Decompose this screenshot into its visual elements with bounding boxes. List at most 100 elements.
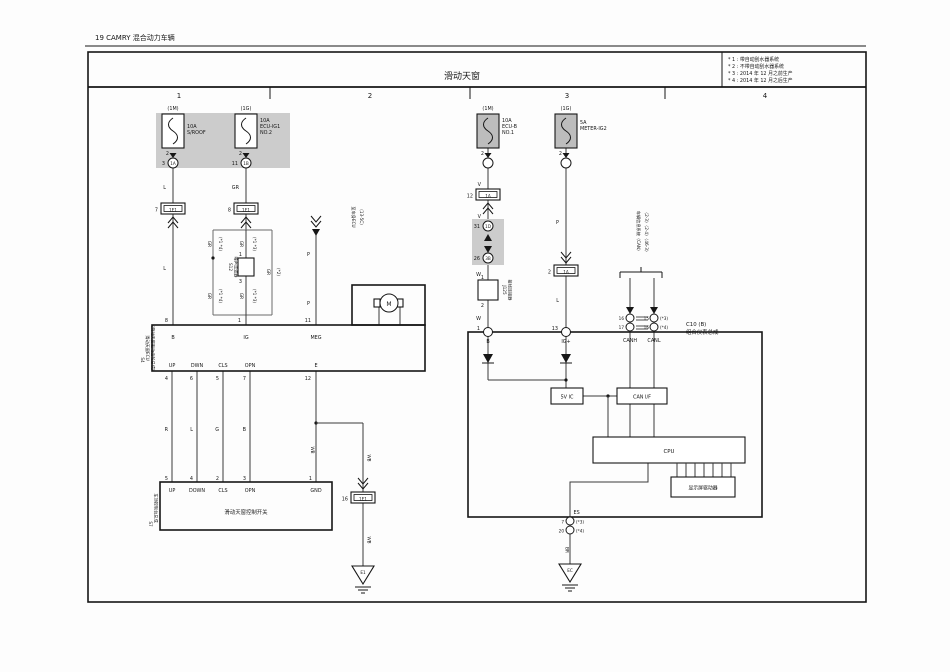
inline-connector	[482, 220, 494, 232]
pin-name: CLS	[218, 488, 227, 494]
fuse-name: METER-IG2	[580, 126, 607, 132]
twist-marker-icon	[310, 215, 322, 228]
meter-ig-run: P 1A 2 L	[548, 220, 579, 304]
component-name: 噪声滤波器	[233, 257, 240, 279]
display-label: 显示屏驱动器	[688, 485, 717, 492]
pin-number: 1	[309, 476, 312, 482]
fuse-name: ECU-B	[502, 124, 518, 130]
fuse-meter-ig2: (1G) 5A METER-IG2 2	[554, 106, 607, 169]
fuse-rating: 10A	[502, 118, 512, 124]
wire-color: GR	[239, 293, 244, 299]
combination-meter: 1 B 13 IG+ CANH CANL C10 (B) 组合仪表总成 5V I…	[467, 322, 763, 518]
inline-connector	[625, 322, 635, 332]
pin-name: CLS	[218, 363, 227, 369]
wire-color: V	[478, 182, 482, 188]
connector-code: 3B	[485, 256, 491, 261]
component-name: 车顶控制台总成	[153, 493, 160, 522]
twist-marker-icon	[167, 216, 179, 229]
pin-number: 7	[243, 376, 246, 382]
junction-dot	[564, 378, 568, 382]
cpu-box	[592, 436, 746, 464]
pin-name: CANL	[647, 338, 660, 344]
component-name: 滑动天窗ECU	[144, 335, 151, 360]
component-name: 接线连接器	[507, 280, 514, 302]
diode-icon	[561, 354, 571, 363]
inline-connector	[482, 252, 494, 264]
junction-connector-j125: 1 2 J125 接线连接器	[477, 275, 514, 309]
jb-connector-ig: GR 1E1 8	[228, 185, 259, 229]
wire-color: GR	[239, 241, 244, 247]
sheet-frame: 滑动天窗 * 1 : 带自动刮水器系统 * 2 : 不带自动刮水器系统 * 3 …	[87, 51, 867, 603]
arrow-down-icon	[484, 153, 492, 158]
ground-code: EC	[567, 568, 573, 573]
fuse-rating: 10A	[187, 124, 197, 130]
arrow-up-icon	[484, 234, 492, 241]
page-header-title: 19 CAMRY 混合动力车辆	[95, 33, 175, 42]
meter-box	[467, 331, 763, 518]
notes-block: * 1 : 带自动刮水器系统 * 2 : 不带自动刮水器系统 * 3 : 201…	[728, 56, 793, 84]
cpu-label: CPU	[664, 449, 675, 455]
component-name-2: 〔滑动天窗驱动齿轮总成〕	[150, 323, 157, 373]
jb-code: 1E1	[169, 208, 177, 213]
wire-color: BR	[565, 547, 570, 553]
note-2: * 2 : 不带自动刮水器系统	[728, 63, 784, 70]
frame-border	[87, 51, 867, 603]
grid-col-3: 3	[565, 92, 569, 100]
wire-color: P	[556, 220, 559, 226]
arrow-down-icon	[242, 153, 250, 158]
reference-page: 〈2-3〉〈2-4〉〈46-3〉	[644, 210, 649, 254]
pin-connector	[565, 516, 575, 526]
fuse-pin: 2	[481, 151, 484, 157]
pin-name: CANH	[623, 338, 637, 344]
variant-tag: (*4)	[576, 529, 584, 534]
fuse-pin: 2	[166, 151, 169, 157]
motor-label: M	[386, 301, 391, 308]
grid-col-2: 2	[368, 92, 372, 100]
bracket	[619, 267, 663, 278]
pin-name: IG+	[561, 339, 570, 345]
arrow-down-icon	[650, 307, 658, 314]
fuse-ecu-b: (1M) 10A ECU-B NO.1 2	[476, 106, 518, 169]
twist-marker-icon	[482, 202, 494, 215]
fuse-element	[241, 117, 251, 145]
jb-code: 1E1	[359, 497, 367, 502]
pin-number: 4	[190, 476, 193, 482]
wire-color: P	[307, 252, 310, 258]
ground-point	[558, 563, 582, 584]
fuse-element	[168, 117, 178, 145]
fuse-conn: (1M)	[167, 106, 178, 112]
connector-pin: 17	[619, 325, 625, 330]
bus-lines	[676, 463, 732, 477]
note-1: * 1 : 带自动刮水器系统	[728, 56, 779, 63]
wire-color: WB	[367, 536, 372, 543]
wire-color: WB	[310, 446, 315, 453]
jb-code: 1A	[563, 270, 569, 275]
component-id: S12	[228, 263, 233, 271]
fuse-block-left: (1M) 10A S/ROOF 2 1A 3 (1G) 10A ECU-IG1 …	[156, 106, 290, 169]
pin-name: UP	[169, 363, 176, 369]
inline-connector	[649, 322, 659, 332]
jb-pin: 7	[155, 208, 158, 214]
wire-color: B	[243, 427, 247, 433]
ground-symbol-icon	[355, 586, 371, 594]
motor-icon	[379, 293, 399, 313]
wire-color: G	[215, 427, 219, 433]
wire-color: GR	[207, 293, 212, 299]
twist-marker-icon	[560, 251, 572, 264]
wire-color: P	[307, 301, 310, 307]
pin-number: 3	[239, 279, 242, 285]
noise-filter: 1 3 S12 噪声滤波器	[228, 252, 255, 285]
jb-pin: 12	[467, 194, 473, 200]
arrow-down-icon	[626, 307, 634, 314]
regulator-box	[550, 387, 584, 405]
arrow-down-icon	[562, 153, 570, 158]
fuse-pin: 2	[239, 151, 242, 157]
sunroof-motor: M	[351, 284, 426, 326]
junction-dot	[211, 256, 215, 260]
can-if-box	[616, 387, 668, 405]
component-id: S7	[148, 521, 153, 527]
fuse-conn: (1M)	[482, 106, 493, 112]
switch-label: 滑动天窗控制开关	[224, 508, 268, 516]
grid-col-1: 1	[177, 92, 181, 100]
fuse-conn: (1G)	[561, 106, 572, 112]
